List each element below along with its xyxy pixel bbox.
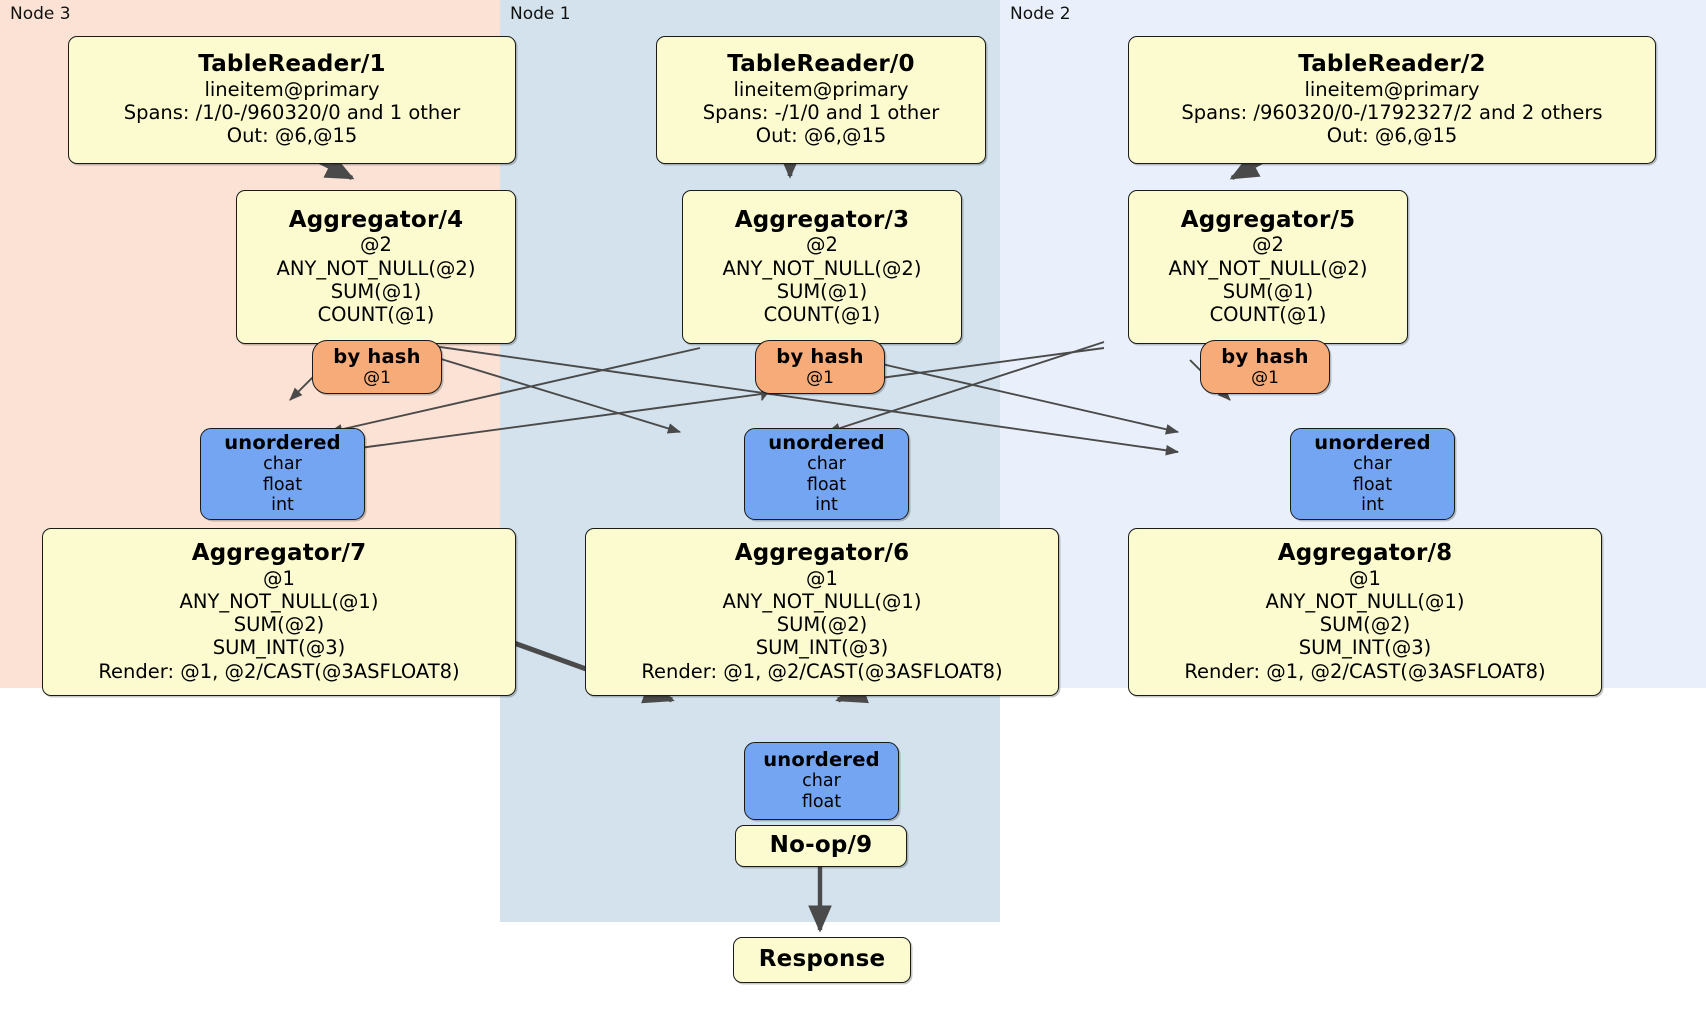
processor-tablereader-1[interactable]: TableReader/1 lineitem@primary Spans: /1… bbox=[68, 36, 516, 164]
processor-title: Aggregator/3 bbox=[734, 206, 910, 233]
processor-line: ANY_NOT_NULL(@2) bbox=[1168, 256, 1368, 280]
processor-line: @1 bbox=[263, 566, 295, 590]
processor-line: COUNT(@1) bbox=[763, 303, 881, 327]
synchronizer-line: int bbox=[1361, 495, 1384, 516]
processor-aggregator-4[interactable]: Aggregator/4 @2 ANY_NOT_NULL(@2) SUM(@1)… bbox=[236, 190, 516, 344]
router-title: by hash bbox=[776, 344, 864, 368]
processor-line: COUNT(@1) bbox=[1209, 303, 1327, 327]
processor-aggregator-3[interactable]: Aggregator/3 @2 ANY_NOT_NULL(@2) SUM(@1)… bbox=[682, 190, 962, 344]
synchronizer-unordered-left[interactable]: unordered char float int bbox=[200, 428, 365, 520]
processor-response[interactable]: Response bbox=[733, 937, 911, 983]
processor-title: TableReader/0 bbox=[727, 51, 915, 78]
processor-title: Aggregator/8 bbox=[1277, 540, 1453, 567]
node-region-label-node3: Node 3 bbox=[10, 4, 71, 24]
processor-line: Render: @1, @2/CAST(@3ASFLOAT8) bbox=[98, 659, 460, 683]
processor-line: Out: @6,@15 bbox=[226, 124, 358, 148]
router-title: by hash bbox=[1221, 344, 1309, 368]
processor-tablereader-0[interactable]: TableReader/0 lineitem@primary Spans: -/… bbox=[656, 36, 986, 164]
processor-line: lineitem@primary bbox=[1304, 78, 1480, 102]
processor-title: No-op/9 bbox=[769, 832, 873, 859]
synchronizer-title: unordered bbox=[763, 748, 880, 772]
processor-aggregator-7[interactable]: Aggregator/7 @1 ANY_NOT_NULL(@1) SUM(@2)… bbox=[42, 528, 516, 696]
processor-title: Aggregator/4 bbox=[288, 206, 464, 233]
synchronizer-title: unordered bbox=[224, 430, 341, 454]
synchronizer-line: char bbox=[807, 453, 846, 474]
synchronizer-unordered-right[interactable]: unordered char float int bbox=[1290, 428, 1455, 520]
processor-title: Response bbox=[758, 946, 886, 973]
synchronizer-line: char bbox=[802, 771, 841, 792]
processor-line: SUM(@1) bbox=[1222, 279, 1314, 303]
processor-line: Out: @6,@15 bbox=[755, 124, 887, 148]
processor-title: TableReader/1 bbox=[198, 51, 386, 78]
synchronizer-line: int bbox=[815, 495, 838, 516]
processor-aggregator-8[interactable]: Aggregator/8 @1 ANY_NOT_NULL(@1) SUM(@2)… bbox=[1128, 528, 1602, 696]
synchronizer-unordered-center[interactable]: unordered char float int bbox=[744, 428, 909, 520]
router-by-hash-right[interactable]: by hash @1 bbox=[1200, 340, 1330, 394]
processor-line: Spans: -/1/0 and 1 other bbox=[702, 101, 940, 125]
router-line: @1 bbox=[806, 367, 834, 388]
processor-tablereader-2[interactable]: TableReader/2 lineitem@primary Spans: /9… bbox=[1128, 36, 1656, 164]
processor-line: SUM(@2) bbox=[1319, 613, 1411, 637]
synchronizer-title: unordered bbox=[768, 430, 885, 454]
synchronizer-unordered-final[interactable]: unordered char float bbox=[744, 742, 899, 820]
processor-line: SUM_INT(@3) bbox=[755, 636, 889, 660]
processor-line: @2 bbox=[806, 233, 838, 257]
processor-line: ANY_NOT_NULL(@2) bbox=[276, 256, 476, 280]
processor-title: TableReader/2 bbox=[1298, 51, 1486, 78]
router-line: @1 bbox=[1251, 367, 1279, 388]
processor-line: @1 bbox=[1349, 566, 1381, 590]
processor-aggregator-6[interactable]: Aggregator/6 @1 ANY_NOT_NULL(@1) SUM(@2)… bbox=[585, 528, 1059, 696]
processor-line: lineitem@primary bbox=[733, 78, 909, 102]
processor-title: Aggregator/7 bbox=[191, 540, 367, 567]
processor-line: SUM_INT(@3) bbox=[212, 636, 346, 660]
synchronizer-line: int bbox=[271, 495, 294, 516]
processor-line: @2 bbox=[360, 233, 392, 257]
router-title: by hash bbox=[333, 344, 421, 368]
processor-noop-9[interactable]: No-op/9 bbox=[735, 825, 907, 867]
processor-line: Render: @1, @2/CAST(@3ASFLOAT8) bbox=[641, 659, 1003, 683]
router-line: @1 bbox=[363, 367, 391, 388]
processor-line: Spans: /960320/0-/1792327/2 and 2 others bbox=[1181, 101, 1603, 125]
synchronizer-line: char bbox=[263, 453, 302, 474]
processor-line: Out: @6,@15 bbox=[1326, 124, 1458, 148]
synchronizer-line: float bbox=[1352, 474, 1393, 495]
processor-line: ANY_NOT_NULL(@1) bbox=[722, 590, 922, 614]
router-by-hash-left[interactable]: by hash @1 bbox=[312, 340, 442, 394]
synchronizer-line: char bbox=[1353, 453, 1392, 474]
processor-line: @2 bbox=[1252, 233, 1284, 257]
processor-title: Aggregator/6 bbox=[734, 540, 910, 567]
processor-line: SUM(@1) bbox=[776, 279, 868, 303]
processor-title: Aggregator/5 bbox=[1180, 206, 1356, 233]
processor-line: SUM(@1) bbox=[330, 279, 422, 303]
synchronizer-line: float bbox=[806, 474, 847, 495]
synchronizer-title: unordered bbox=[1314, 430, 1431, 454]
synchronizer-line: float bbox=[801, 791, 842, 812]
processor-line: SUM(@2) bbox=[776, 613, 868, 637]
processor-line: Spans: /1/0-/960320/0 and 1 other bbox=[123, 101, 461, 125]
processor-line: @1 bbox=[806, 566, 838, 590]
node-region-label-node2: Node 2 bbox=[1010, 4, 1071, 24]
router-by-hash-center[interactable]: by hash @1 bbox=[755, 340, 885, 394]
processor-line: SUM(@2) bbox=[233, 613, 325, 637]
processor-line: ANY_NOT_NULL(@1) bbox=[1265, 590, 1465, 614]
processor-line: ANY_NOT_NULL(@1) bbox=[179, 590, 379, 614]
processor-line: SUM_INT(@3) bbox=[1298, 636, 1432, 660]
processor-aggregator-5[interactable]: Aggregator/5 @2 ANY_NOT_NULL(@2) SUM(@1)… bbox=[1128, 190, 1408, 344]
node-region-label-node1: Node 1 bbox=[510, 4, 571, 24]
processor-line: COUNT(@1) bbox=[317, 303, 435, 327]
processor-line: ANY_NOT_NULL(@2) bbox=[722, 256, 922, 280]
synchronizer-line: float bbox=[262, 474, 303, 495]
processor-line: Render: @1, @2/CAST(@3ASFLOAT8) bbox=[1184, 659, 1546, 683]
processor-line: lineitem@primary bbox=[204, 78, 380, 102]
